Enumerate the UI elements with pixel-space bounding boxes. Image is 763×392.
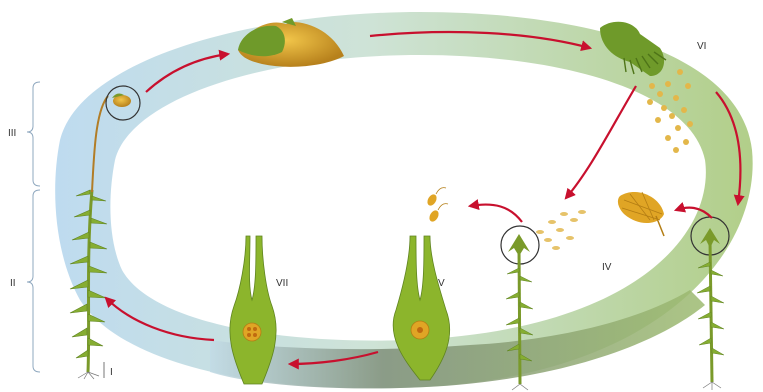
label-i: I bbox=[110, 367, 113, 378]
label-iv: IV bbox=[602, 262, 612, 273]
spore-stream-icon bbox=[536, 210, 586, 250]
label-ii: II bbox=[10, 278, 16, 289]
label-iii: III bbox=[8, 128, 16, 139]
rhizoid-base-icon bbox=[78, 372, 99, 379]
phase-bracket bbox=[27, 82, 40, 372]
protonema-icon bbox=[618, 192, 664, 236]
label-v: V bbox=[438, 278, 445, 289]
sperm-cells-icon bbox=[426, 188, 448, 224]
label-vi: VI bbox=[697, 41, 706, 52]
label-vii: VII bbox=[276, 278, 288, 289]
archegonium-with-embryo-icon bbox=[230, 236, 276, 384]
arrow-spores-to-center bbox=[566, 86, 636, 198]
arrow-to-sperm bbox=[470, 205, 522, 222]
